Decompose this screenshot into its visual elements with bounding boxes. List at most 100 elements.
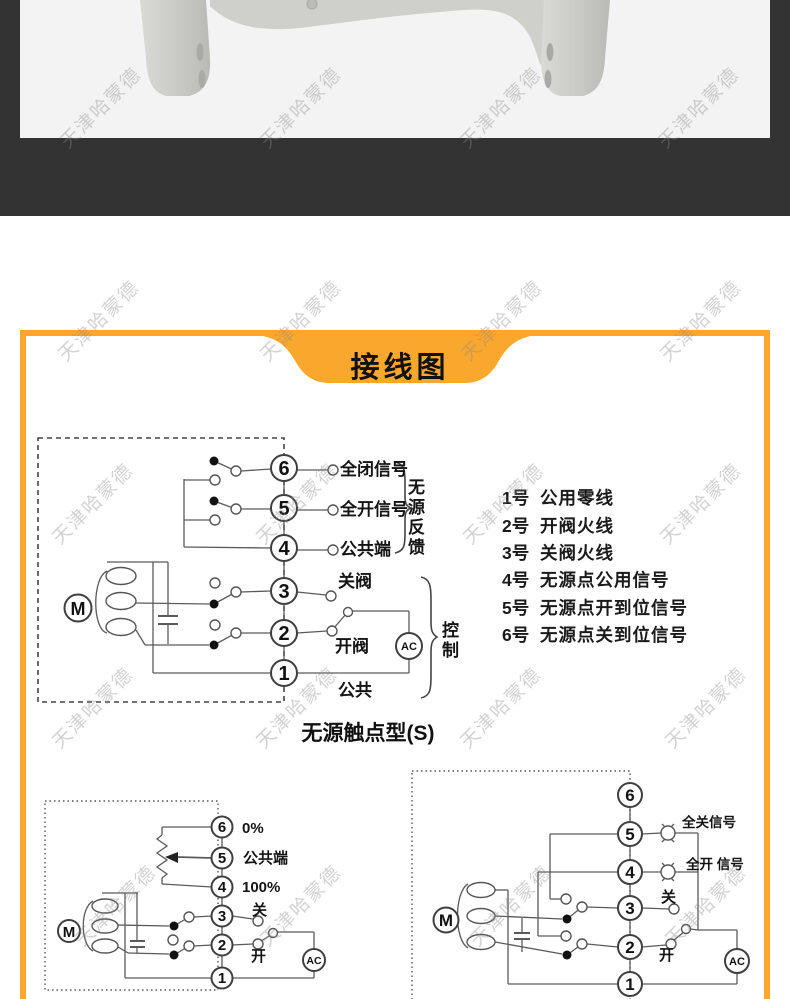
ac-source-bl: AC — [302, 948, 326, 972]
diagram-bl-wires — [82, 826, 315, 979]
legend-num: 5号 — [502, 597, 530, 618]
svg-text:6: 6 — [218, 819, 226, 836]
svg-text:6: 6 — [625, 786, 634, 805]
svg-text:3: 3 — [278, 581, 289, 603]
motor-top: M — [63, 566, 137, 637]
winding — [105, 591, 137, 611]
legend-num: 1号 — [502, 488, 530, 509]
banner-tab — [257, 335, 537, 383]
legend-label: 开阀火线 — [540, 515, 614, 536]
ac-source-br: AC — [724, 948, 750, 974]
diagram-top-wires — [95, 460, 410, 674]
label-close-valve: 关阀 — [338, 572, 372, 591]
svg-text:5: 5 — [218, 850, 226, 867]
svg-text:3: 3 — [625, 899, 634, 918]
legend-num: 6号 — [502, 625, 530, 646]
legend-num: 4号 — [502, 570, 530, 591]
terminal-legend: 1号 公用零线 2号 开阀火线 3号 关阀火线 4号 无源点公用信号 5号 无源… — [502, 484, 688, 648]
label-common: 公共 — [338, 681, 372, 700]
ac-source-top: AC — [395, 632, 423, 660]
lamp-close — [660, 823, 676, 843]
legend-label: 公用零线 — [540, 488, 614, 509]
legend-num: 3号 — [502, 542, 530, 563]
label-open-valve: 开阀 — [335, 637, 369, 656]
legend-label: 关阀火线 — [540, 542, 614, 563]
legend-row: 5号 无源点开到位信号 — [502, 594, 688, 621]
terminals-bl: 6 5 4 3 2 1 — [210, 815, 234, 990]
svg-text:1: 1 — [218, 970, 226, 987]
legend-label: 无源点公用信号 — [540, 570, 670, 591]
svg-text:5: 5 — [625, 825, 634, 844]
diagram-passive-contact: M 6 5 4 3 2 1 AC — [37, 437, 439, 703]
terminals-br: 6 5 4 3 2 1 — [617, 782, 643, 997]
wiring-panel — [20, 330, 770, 999]
right-flange — [541, 0, 610, 96]
svg-text:AC: AC — [401, 641, 417, 653]
diagram-potentiometer: M 6 5 4 3 2 1 AC — [44, 800, 326, 991]
svg-text:M: M — [439, 911, 453, 930]
legend-row: 4号 无源点公用信号 — [502, 566, 688, 593]
svg-text:4: 4 — [278, 538, 290, 560]
label-full-close-signal: 全闭信号 — [340, 460, 408, 479]
svg-text:M: M — [63, 924, 76, 941]
label-control: 控制 — [439, 621, 458, 661]
valve-drain-detail — [306, 0, 318, 10]
valve-image — [140, 0, 610, 96]
svg-text:6: 6 — [278, 458, 289, 480]
label-open-br: 开 — [659, 947, 675, 964]
left-flange-hole — [196, 43, 204, 61]
label-common-terminal-bl: 公共端 — [243, 850, 289, 867]
label-0-percent: 0% — [242, 820, 264, 837]
control-brace — [420, 576, 439, 699]
diagram-br-wires — [456, 795, 738, 985]
legend-row: 6号 无源点关到位信号 — [502, 621, 688, 648]
motor-letter: M — [71, 599, 86, 619]
label-close-bl: 关 — [252, 902, 268, 919]
svg-text:AC: AC — [306, 955, 322, 967]
svg-text:AC: AC — [729, 956, 745, 968]
actuator-boundary — [37, 437, 285, 703]
label-full-open-signal: 全开信号 — [340, 500, 408, 519]
switch-contacts-top — [209, 456, 354, 650]
legend-row: 1号 公用零线 — [502, 484, 688, 511]
legend-row: 2号 开阀火线 — [502, 511, 688, 538]
legend-label: 无源点开到位信号 — [540, 597, 688, 618]
wiper-arrow — [165, 852, 178, 863]
hero-strip — [0, 0, 790, 216]
svg-text:1: 1 — [278, 663, 289, 685]
svg-text:4: 4 — [625, 863, 635, 882]
svg-text:2: 2 — [218, 937, 226, 954]
left-flange — [140, 0, 211, 96]
label-close-br: 关 — [661, 889, 677, 906]
banner-shape — [257, 335, 537, 383]
label-common-terminal: 公共端 — [340, 540, 391, 559]
motor-br: M — [432, 881, 496, 951]
winding — [105, 566, 137, 586]
lamp-open — [660, 862, 676, 882]
legend-row: 3号 关阀火线 — [502, 539, 688, 566]
legend-label: 无源点关到位信号 — [540, 625, 688, 646]
svg-text:5: 5 — [278, 498, 289, 520]
valve-body — [210, 0, 544, 65]
label-full-close-signal-br: 全关信号 — [682, 815, 736, 830]
switch-contacts-br — [560, 893, 692, 960]
legend-num: 2号 — [502, 515, 530, 536]
right-flange-hole — [544, 70, 552, 88]
label-full-open-signal-br: 全开 信号 — [686, 857, 744, 872]
diagram-caption: 无源触点型(S) — [301, 722, 435, 745]
feedback-brace — [394, 461, 414, 554]
svg-text:2: 2 — [625, 938, 634, 957]
motor-bl: M — [57, 898, 119, 954]
svg-text:3: 3 — [218, 908, 226, 925]
right-flange-hole — [546, 43, 554, 61]
terminals-top: 6 5 4 3 2 1 — [270, 454, 298, 687]
switch-contacts-bl — [167, 911, 279, 960]
diagram-lamp-feedback: M 6 5 4 3 2 1 — [411, 770, 750, 999]
svg-text:4: 4 — [218, 879, 227, 896]
actuator-boundary — [44, 800, 219, 991]
label-passive-feedback: 无源反馈 — [405, 478, 424, 558]
banner-title: 接线图 — [350, 352, 450, 384]
svg-text:1: 1 — [625, 975, 634, 994]
actuator-boundary — [411, 770, 631, 999]
